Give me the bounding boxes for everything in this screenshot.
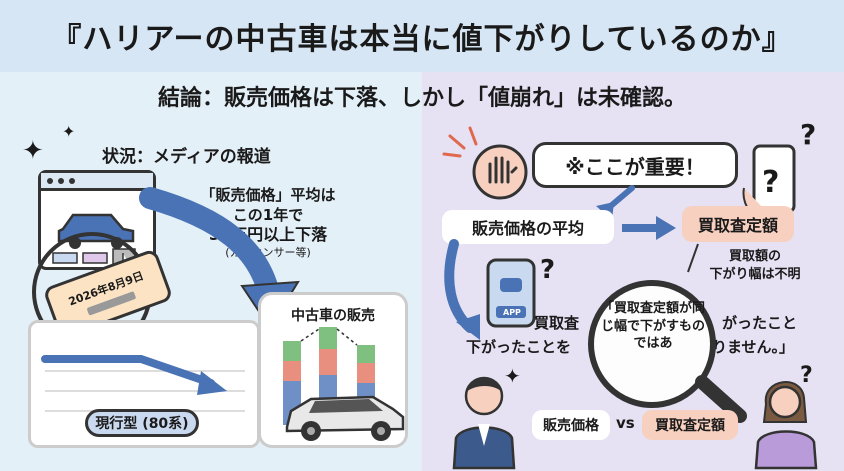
magnifying-glass-icon: [588, 280, 716, 408]
report-line: 「販売価格」平均は: [200, 186, 336, 204]
svg-text:?: ?: [800, 118, 816, 151]
svg-text:?: ?: [762, 165, 779, 200]
right-arrow-icon: [622, 216, 676, 240]
avg-sales-price-label: 販売価格の平均: [442, 210, 614, 244]
important-callout: ※ここが重要！: [532, 142, 738, 188]
businessman-avatar: [452, 376, 516, 470]
lens-text: 「買取査定額が同じ幅で下がすものではあ: [600, 301, 705, 352]
sparkle-icon: ✦: [22, 136, 44, 166]
pointer-line: [687, 243, 699, 273]
app-label: APP: [503, 308, 521, 317]
unknown-line: 買取額の: [728, 249, 781, 264]
title-bar: 『ハリアーの中古車は本当に値下がりしているのか』: [0, 0, 844, 72]
vs-purchase-price-label: 買取査定額: [642, 410, 738, 440]
unknown-decline-text: 買取額の 下がり幅は不明: [690, 248, 820, 283]
situation-heading: 状況：メディアの報道: [102, 147, 271, 167]
sparkle-icon: ✦: [62, 122, 76, 141]
hand-icon: [472, 144, 528, 200]
suv-icon: [285, 395, 405, 441]
body-text: がったこと: [722, 314, 798, 332]
svg-text:?: ?: [800, 363, 813, 388]
sparkle-icon: ✦: [504, 364, 521, 388]
purchase-price-label: 買取査定額: [682, 206, 794, 242]
model-label: 現行型 (80系): [85, 409, 199, 437]
used-car-sales-box: 中古車の販売: [258, 292, 408, 448]
conclusion-heading: 結論：販売価格は下落、しかし「値崩れ」は未確認。: [157, 86, 686, 111]
vs-sales-price-label: 販売価格: [532, 410, 610, 440]
body-text: 下がったことを: [466, 338, 572, 356]
decline-chart: 現行型 (80系): [28, 320, 260, 448]
body-text: 買取査: [534, 314, 580, 332]
emphasis-lines-icon: [442, 126, 478, 158]
unknown-line: 下がり幅は不明: [709, 266, 801, 282]
used-sales-label: 中古車の販売: [291, 308, 375, 324]
report-line: この1年で: [232, 205, 304, 224]
curved-down-arrow-icon: [444, 239, 480, 340]
svg-text:?: ?: [540, 255, 555, 285]
app-phone-icon: APP ?: [486, 255, 555, 328]
woman-avatar: ?: [754, 363, 818, 470]
magnifier-handle: [695, 375, 747, 423]
body-text: りません。」: [712, 338, 795, 356]
vs-text: vs: [616, 414, 635, 432]
page-title: 『ハリアーの中古車は本当に値下がりしているのか』: [51, 22, 793, 57]
